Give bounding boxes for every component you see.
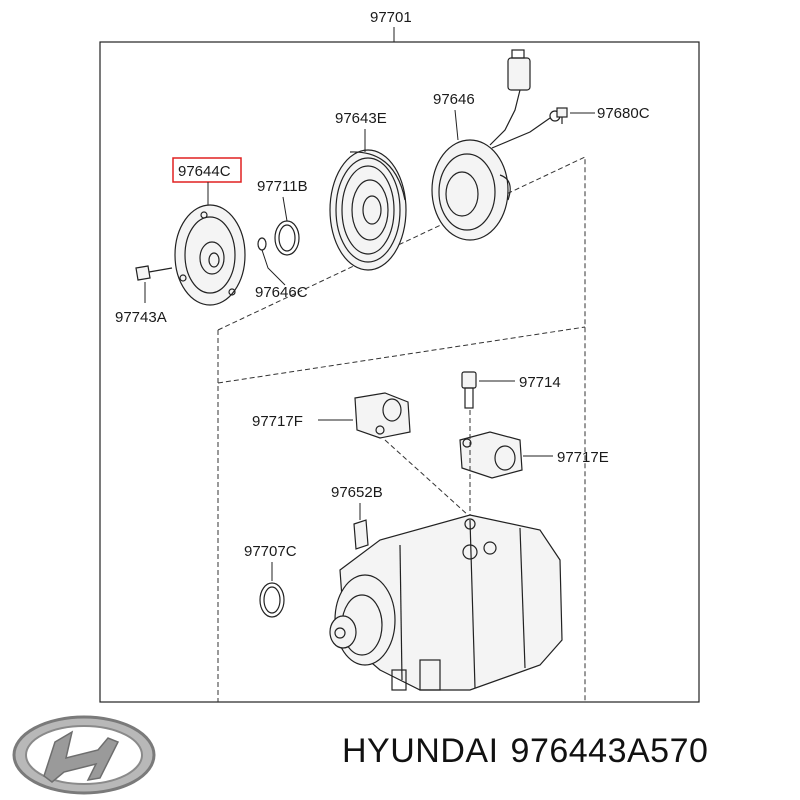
leader-97711B (282, 196, 288, 222)
compressor-icon (329, 514, 563, 691)
label-97717E: 97717E (557, 449, 609, 466)
leader-97646C (261, 249, 286, 286)
label-97646C: 97646C (255, 284, 308, 301)
label-97743A: 97743A (115, 309, 167, 326)
part-number: 976443A570 (510, 732, 709, 770)
brand-name: HYUNDAI (342, 732, 499, 770)
compressor-group-outline (217, 326, 586, 384)
label-97717F: 97717F (252, 413, 303, 430)
bracket-icon (353, 519, 369, 550)
label-97680C: 97680C (597, 105, 650, 122)
pulley-icon (329, 149, 407, 271)
label-97646: 97646 (433, 91, 475, 108)
highlight-box-97644C (172, 157, 242, 183)
screw-icon (556, 107, 568, 124)
bolt-icon (135, 265, 173, 281)
snap-ring-icon (274, 220, 300, 256)
align-line-97717F (384, 439, 469, 516)
label-97644C: 97644C (178, 163, 231, 180)
label-97714: 97714 (519, 374, 561, 391)
assembly-label: 97701 (370, 9, 412, 26)
field-coil-icon (431, 49, 561, 241)
shim-icon (257, 237, 267, 251)
pressure-valve-icon (459, 431, 523, 479)
control-valve-icon (354, 392, 411, 439)
label-97711B: 97711B (257, 178, 308, 195)
hyundai-logo (12, 715, 156, 795)
label-97652B: 97652B (331, 484, 383, 501)
clutch-group-outline (217, 156, 586, 702)
valve-bolt-icon (461, 371, 477, 409)
o-ring-icon (259, 582, 285, 618)
part-caption: HYUNDAI 976443A570 (342, 732, 708, 771)
label-97707C: 97707C (244, 543, 297, 560)
clutch-hub-icon (174, 204, 246, 306)
assembly-frame (99, 41, 700, 703)
leader-97646 (454, 109, 459, 141)
label-97643E: 97643E (335, 110, 387, 127)
